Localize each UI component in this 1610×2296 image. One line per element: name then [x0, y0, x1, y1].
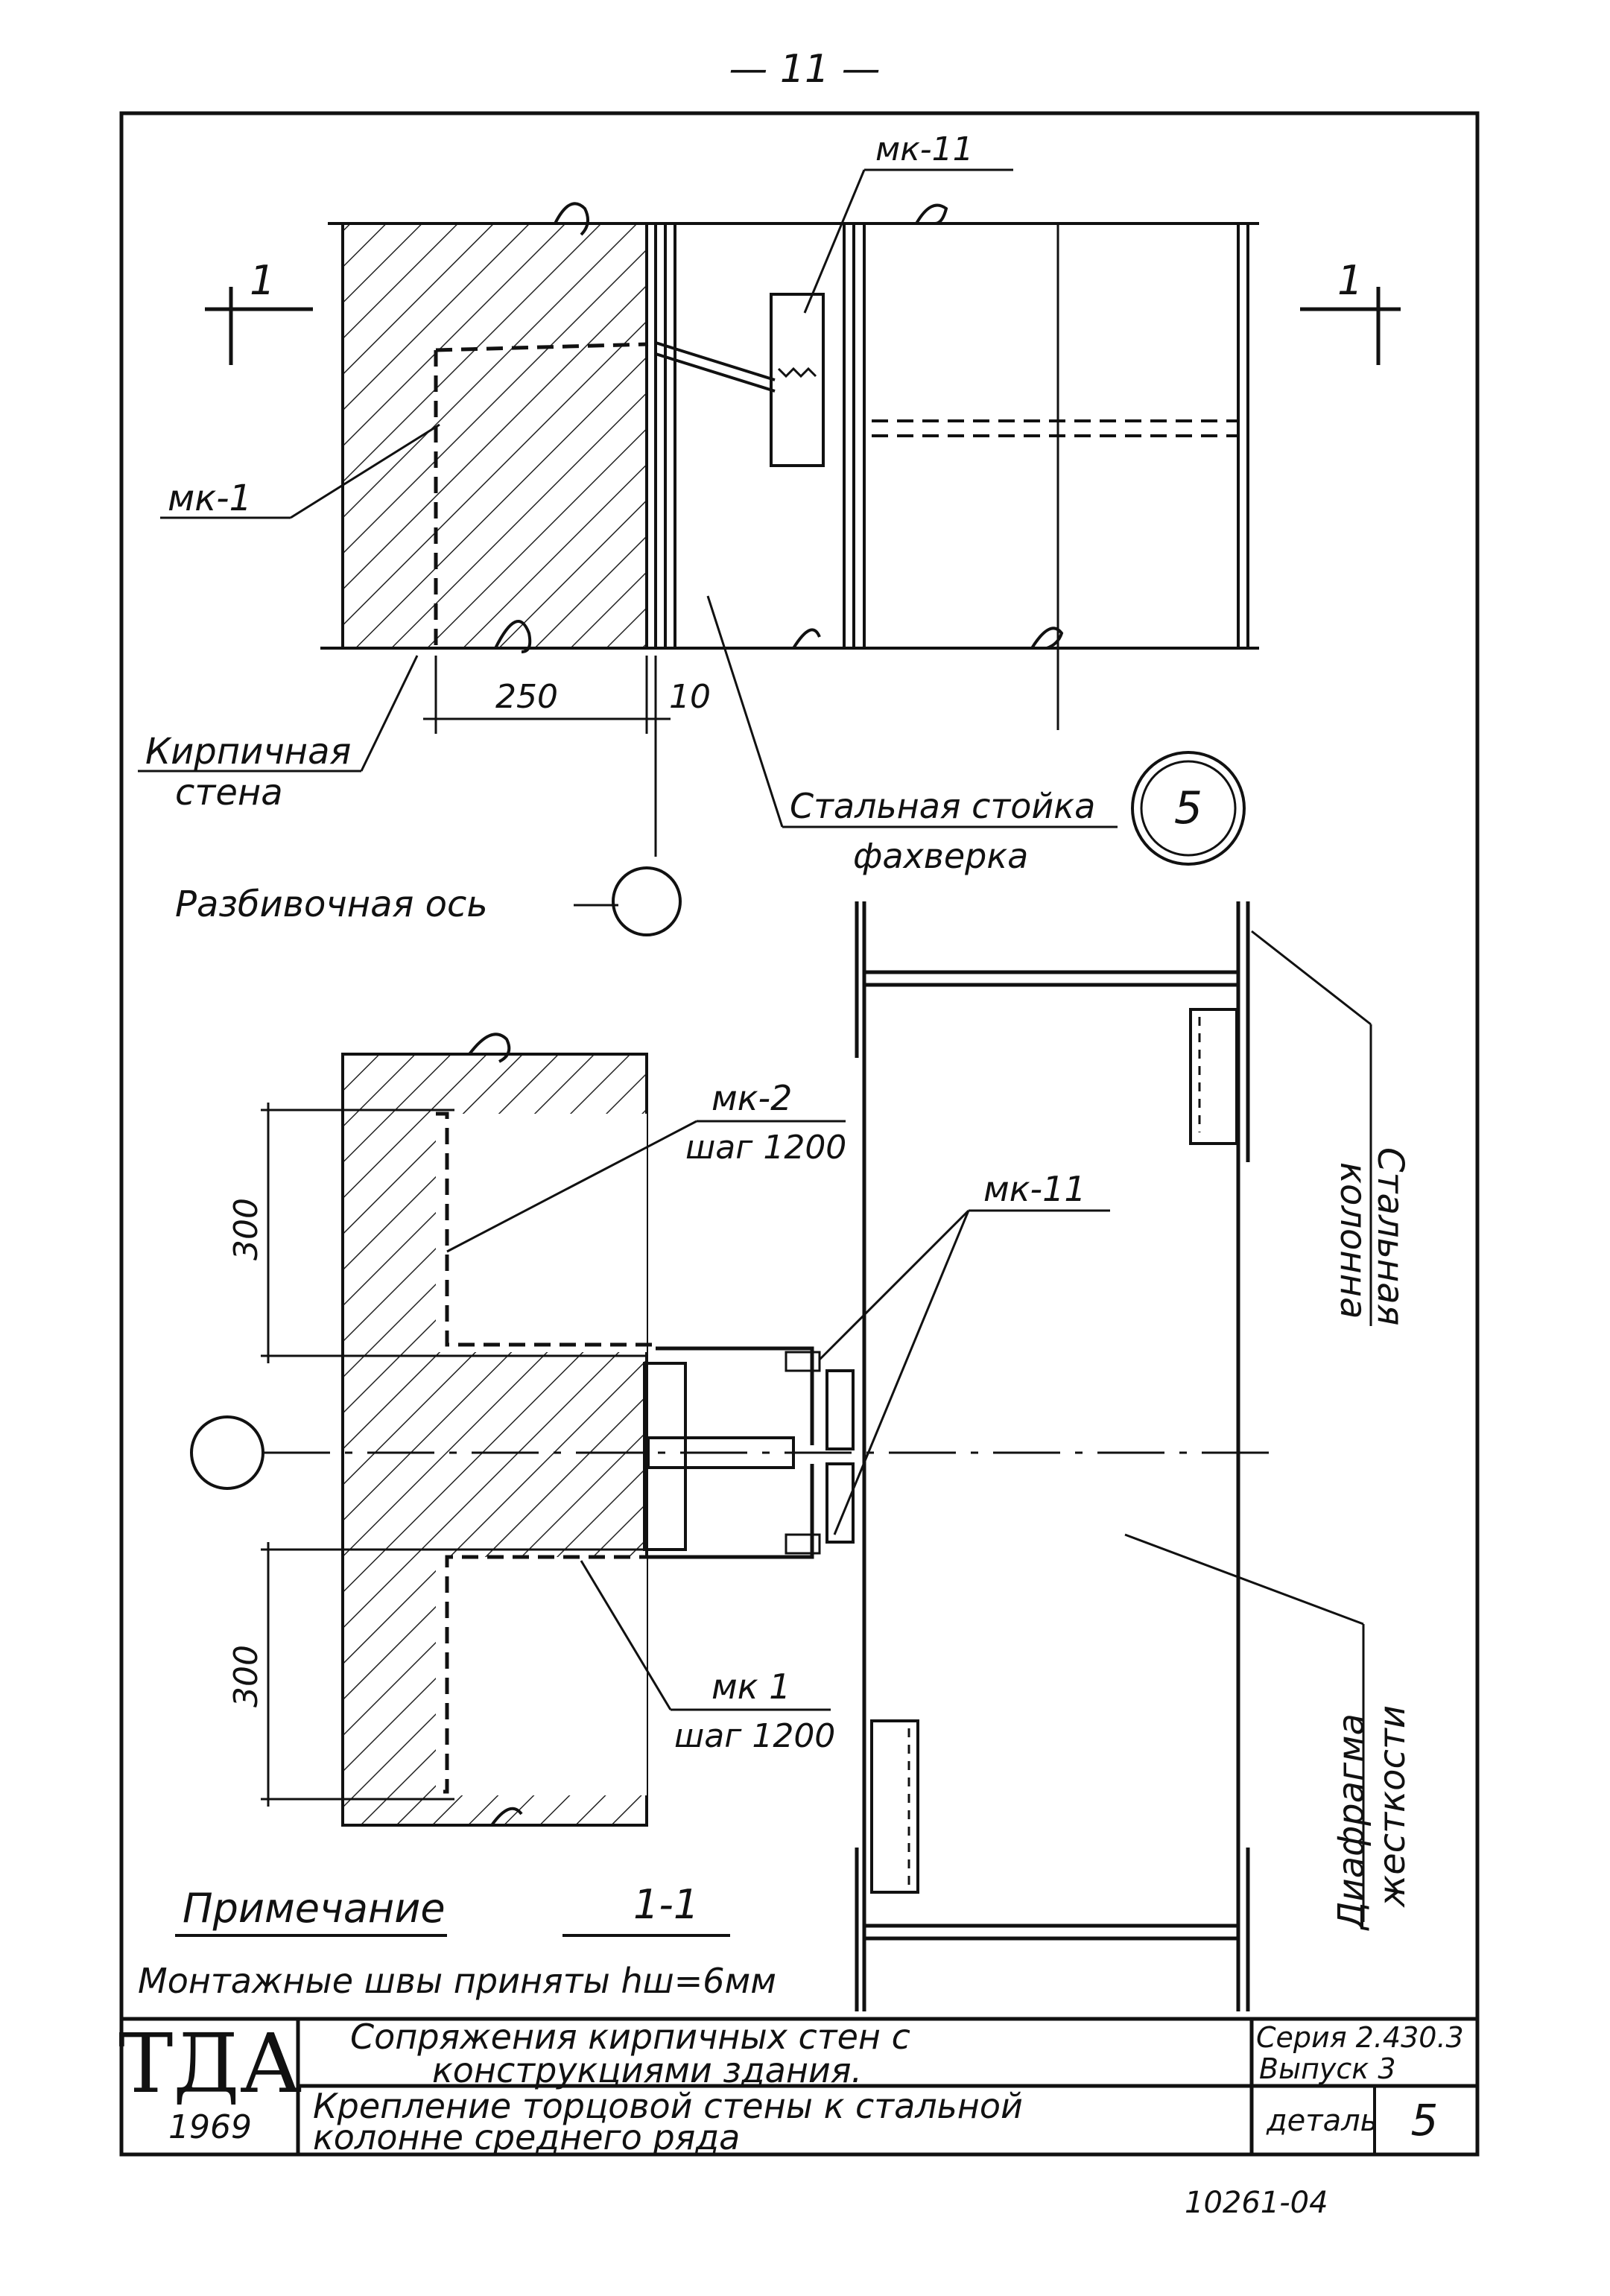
section-view: 300 300 мк-2 шаг 1200: [138, 901, 1413, 2011]
steel-post-label-2: фахверка: [853, 836, 1028, 876]
detail-value: 5: [1411, 2095, 1439, 2146]
steel-column-label-2: колонна: [1332, 1162, 1374, 1319]
mk2-label: мк-2: [711, 1078, 792, 1118]
detail-label: деталь: [1266, 2104, 1378, 2138]
title-line-2: конструкциями здания.: [432, 2050, 862, 2090]
brick-wall-plan: [341, 222, 648, 650]
sheet-frame: [119, 111, 1480, 2157]
steel-column-label-1: Стальная: [1369, 1147, 1411, 1326]
title-block: ТДА 1969 Сопряжения кирпичных стен с кон…: [118, 2016, 1477, 2157]
dim-300-top: 300: [227, 1198, 265, 1260]
axis-bubble-section: [190, 1415, 264, 1490]
steel-post-label-1: Стальная стойка: [790, 786, 1095, 826]
section-mark-left: 1: [250, 257, 275, 304]
mk1-top-label: мк-1: [168, 478, 252, 519]
section-title: 1-1: [633, 1881, 699, 1928]
detail-circle-number: 5: [1174, 782, 1202, 834]
mk1-step-label: шаг 1200: [674, 1717, 835, 1755]
tda-logo: ТДА: [118, 2016, 302, 2111]
issue: Выпуск 3: [1259, 2052, 1396, 2085]
dim-10: 10: [669, 678, 711, 716]
dim-250: 250: [495, 678, 558, 716]
page-number: — 11 —: [729, 47, 880, 92]
diaphragm-label-2: жесткости: [1372, 1705, 1413, 1908]
mk2-step-label: шаг 1200: [685, 1129, 846, 1167]
axis-bubble-top: [612, 866, 682, 936]
brick-wall-label-2: стена: [175, 772, 283, 814]
detail-circle: [1131, 751, 1246, 866]
section-mark-right: 1: [1337, 257, 1363, 304]
diaphragm-label-1: Диафрагма: [1331, 1713, 1372, 1931]
mk1-bottom-label: мк 1: [711, 1666, 790, 1707]
subtitle-line-1: Крепление торцовой стены к стальной: [313, 2086, 1023, 2126]
series: Серия 2.430.3: [1256, 2021, 1464, 2054]
year: 1969: [168, 2108, 252, 2146]
axis-label: Разбивочная ось: [175, 884, 488, 925]
note-text: Монтажные швы приняты hш=6мм: [138, 1961, 776, 2001]
plan-view: 1 1 мк-11 мк-1 250 10 Кирпичная стена Ст…: [138, 130, 1401, 936]
subtitle-line-2: колонне среднего ряда: [313, 2117, 740, 2157]
document-number: 10261-04: [1185, 2186, 1328, 2220]
mk11-top-label: мк-11: [875, 130, 974, 168]
mk11-bottom-label: мк-11: [983, 1169, 1086, 1209]
brick-wall-label-1: Кирпичная: [145, 731, 351, 773]
title-line-1: Сопряжения кирпичных стен с: [350, 2017, 910, 2057]
note-title: Примечание: [183, 1885, 446, 1932]
dim-300-bottom: 300: [227, 1645, 265, 1707]
